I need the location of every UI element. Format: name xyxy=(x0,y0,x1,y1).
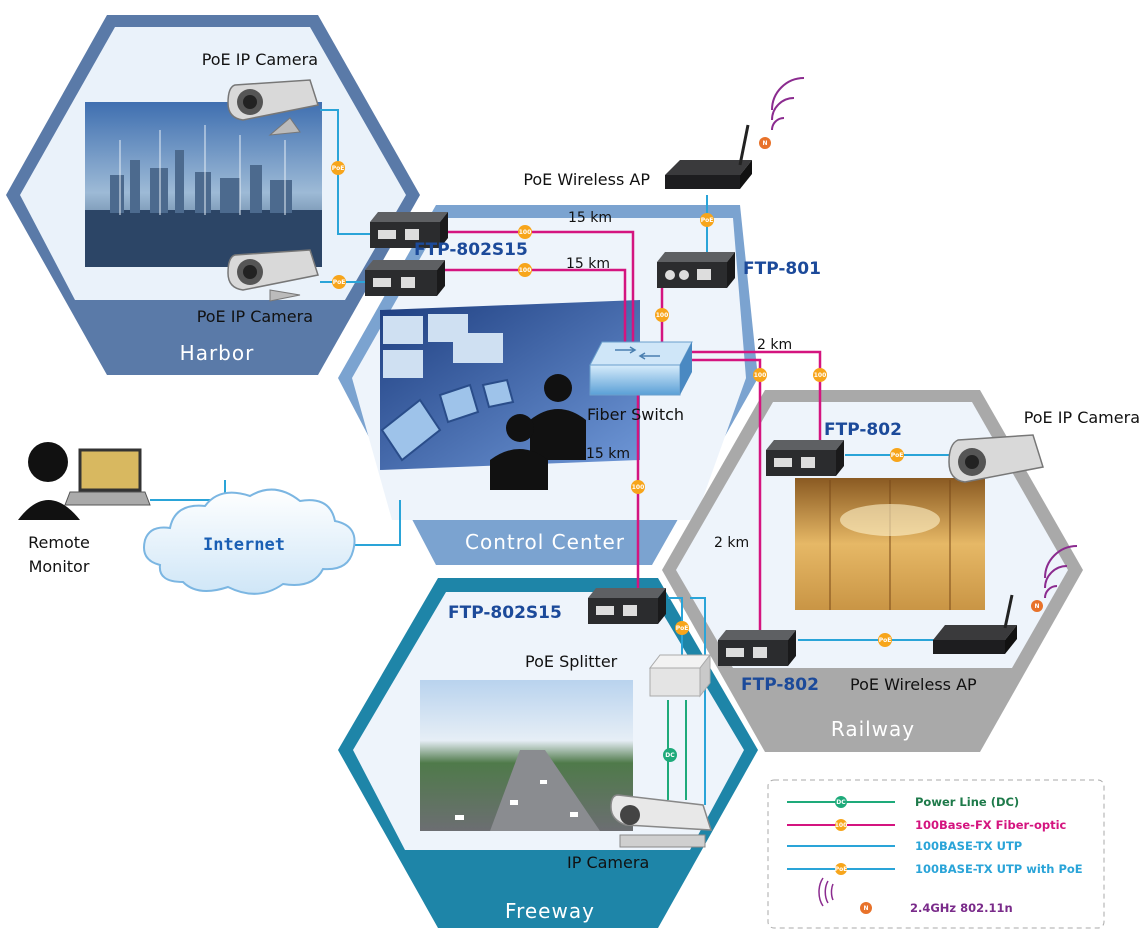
converter-ftp-802s15-freeway xyxy=(588,588,666,624)
converter-ftp-802s15-harbor-1 xyxy=(370,212,448,248)
control-room-photo xyxy=(380,300,640,490)
poe-badge: PoE xyxy=(700,213,714,227)
harbor-camera-bottom xyxy=(227,249,319,302)
svg-text:100: 100 xyxy=(632,484,645,491)
fiber-switch-label: Fiber Switch xyxy=(587,405,684,424)
ftp-802-bottom-label: FTP-802 xyxy=(741,675,819,695)
legend: DC Power Line (DC) 100 100Base-FX Fiber-… xyxy=(767,779,1105,929)
svg-text:PoE: PoE xyxy=(332,165,345,172)
svg-text:100: 100 xyxy=(519,267,532,274)
svg-text:PoE: PoE xyxy=(676,625,689,632)
fiber-badge: 100 xyxy=(518,263,532,277)
svg-text:PoE: PoE xyxy=(835,866,848,873)
ip-camera-label: IP Camera xyxy=(567,853,649,872)
internet-cloud xyxy=(143,488,356,595)
ftp-801-label: FTP-801 xyxy=(743,259,821,279)
distance-label: 15 km xyxy=(586,446,630,462)
svg-text:100: 100 xyxy=(814,372,827,379)
wireless-n-label: N xyxy=(762,140,767,147)
svg-text:100: 100 xyxy=(835,822,848,829)
fiber-badge: 100 xyxy=(753,368,767,382)
harbor-camera-top xyxy=(227,79,319,136)
distance-label: 15 km xyxy=(566,256,610,272)
legend-item-utp-poe: PoE 100BASE-TX UTP with PoE xyxy=(787,862,1083,876)
fiber-badge: 100 xyxy=(655,308,669,322)
legend-label: Power Line (DC) xyxy=(915,795,1019,809)
svg-text:PoE: PoE xyxy=(333,279,346,286)
legend-label: 100BASE-TX UTP with PoE xyxy=(915,862,1083,876)
svg-text:DC: DC xyxy=(665,752,675,759)
wireless-n-label: N xyxy=(1034,603,1039,610)
zone-label-railway: Railway xyxy=(831,717,915,741)
harbor-camera-top-label: PoE IP Camera xyxy=(202,50,318,69)
poe-badge: PoE xyxy=(890,448,904,462)
railway-wireless-ap-label: PoE Wireless AP xyxy=(850,675,977,694)
distance-label: 15 km xyxy=(568,210,612,226)
svg-text:PoE: PoE xyxy=(701,217,714,224)
legend-item-utp: 100BASE-TX UTP xyxy=(787,839,1022,853)
distance-label: 2 km xyxy=(757,337,792,353)
railway-wireless-ap xyxy=(933,594,1017,654)
distance-label: 2 km xyxy=(714,535,749,551)
converter-ftp-802-top xyxy=(766,440,844,476)
fiber-badge: 100 xyxy=(631,480,645,494)
dc-badge: DC xyxy=(663,748,677,762)
converter-ftp-802s15-harbor-2 xyxy=(365,260,445,296)
legend-item-fiber: 100 100Base-FX Fiber-optic xyxy=(787,818,1067,832)
fiber-badge: 100 xyxy=(813,368,827,382)
svg-text:PoE: PoE xyxy=(891,452,904,459)
railway-station-photo xyxy=(795,478,985,610)
wireless-n-badge-railway: N xyxy=(1031,600,1043,612)
utp-lines xyxy=(150,109,950,805)
wireless-signal-top xyxy=(771,77,805,131)
legend-label: 100BASE-TX UTP xyxy=(915,839,1022,853)
poe-badge: PoE xyxy=(675,621,689,635)
poe-badge: PoE xyxy=(331,161,345,175)
ftp-802-top-label: FTP-802 xyxy=(824,420,902,440)
converter-ftp-801 xyxy=(657,252,735,288)
fiber-switch xyxy=(589,341,693,396)
freeway-photo xyxy=(420,680,633,831)
internet-label: Internet xyxy=(203,535,285,555)
wireless-ap-top xyxy=(665,124,752,189)
railway-camera-label: PoE IP Camera xyxy=(1024,408,1140,427)
legend-item-wireless: N 2.4GHz 802.11n xyxy=(818,877,1013,915)
svg-text:N: N xyxy=(863,905,868,912)
svg-text:100: 100 xyxy=(656,312,669,319)
poe-splitter-label: PoE Splitter xyxy=(525,652,618,671)
poe-splitter xyxy=(648,653,712,698)
remote-monitor xyxy=(18,442,151,520)
fiber-badge: 100 xyxy=(518,225,532,239)
ftp-802s15-freeway-label: FTP-802S15 xyxy=(448,603,562,623)
wireless-signal-railway xyxy=(1044,545,1078,599)
converter-ftp-802-bottom xyxy=(718,630,796,666)
legend-label: 2.4GHz 802.11n xyxy=(910,901,1013,915)
svg-text:100: 100 xyxy=(519,229,532,236)
zone-label-freeway: Freeway xyxy=(505,899,595,923)
wireless-n-badge-top: N xyxy=(759,137,771,149)
remote-monitor-label-2: Monitor xyxy=(29,557,90,576)
railway-camera xyxy=(948,434,1044,483)
legend-label: 100Base-FX Fiber-optic xyxy=(915,818,1067,832)
poe-badge: PoE xyxy=(878,633,892,647)
legend-item-dc: DC Power Line (DC) xyxy=(787,795,1019,809)
svg-text:100: 100 xyxy=(754,372,767,379)
svg-text:PoE: PoE xyxy=(879,637,892,644)
wireless-ap-top-label: PoE Wireless AP xyxy=(523,170,650,189)
svg-text:DC: DC xyxy=(836,799,846,806)
zone-label-harbor: Harbor xyxy=(180,341,255,365)
poe-badge: PoE xyxy=(332,275,346,289)
harbor-camera-bottom-label: PoE IP Camera xyxy=(197,307,313,326)
zone-label-control-center: Control Center xyxy=(465,530,625,554)
ftp-802s15-harbor-label: FTP-802S15 xyxy=(414,240,528,260)
remote-monitor-label-1: Remote xyxy=(28,533,90,552)
ip-camera-freeway xyxy=(610,794,713,848)
